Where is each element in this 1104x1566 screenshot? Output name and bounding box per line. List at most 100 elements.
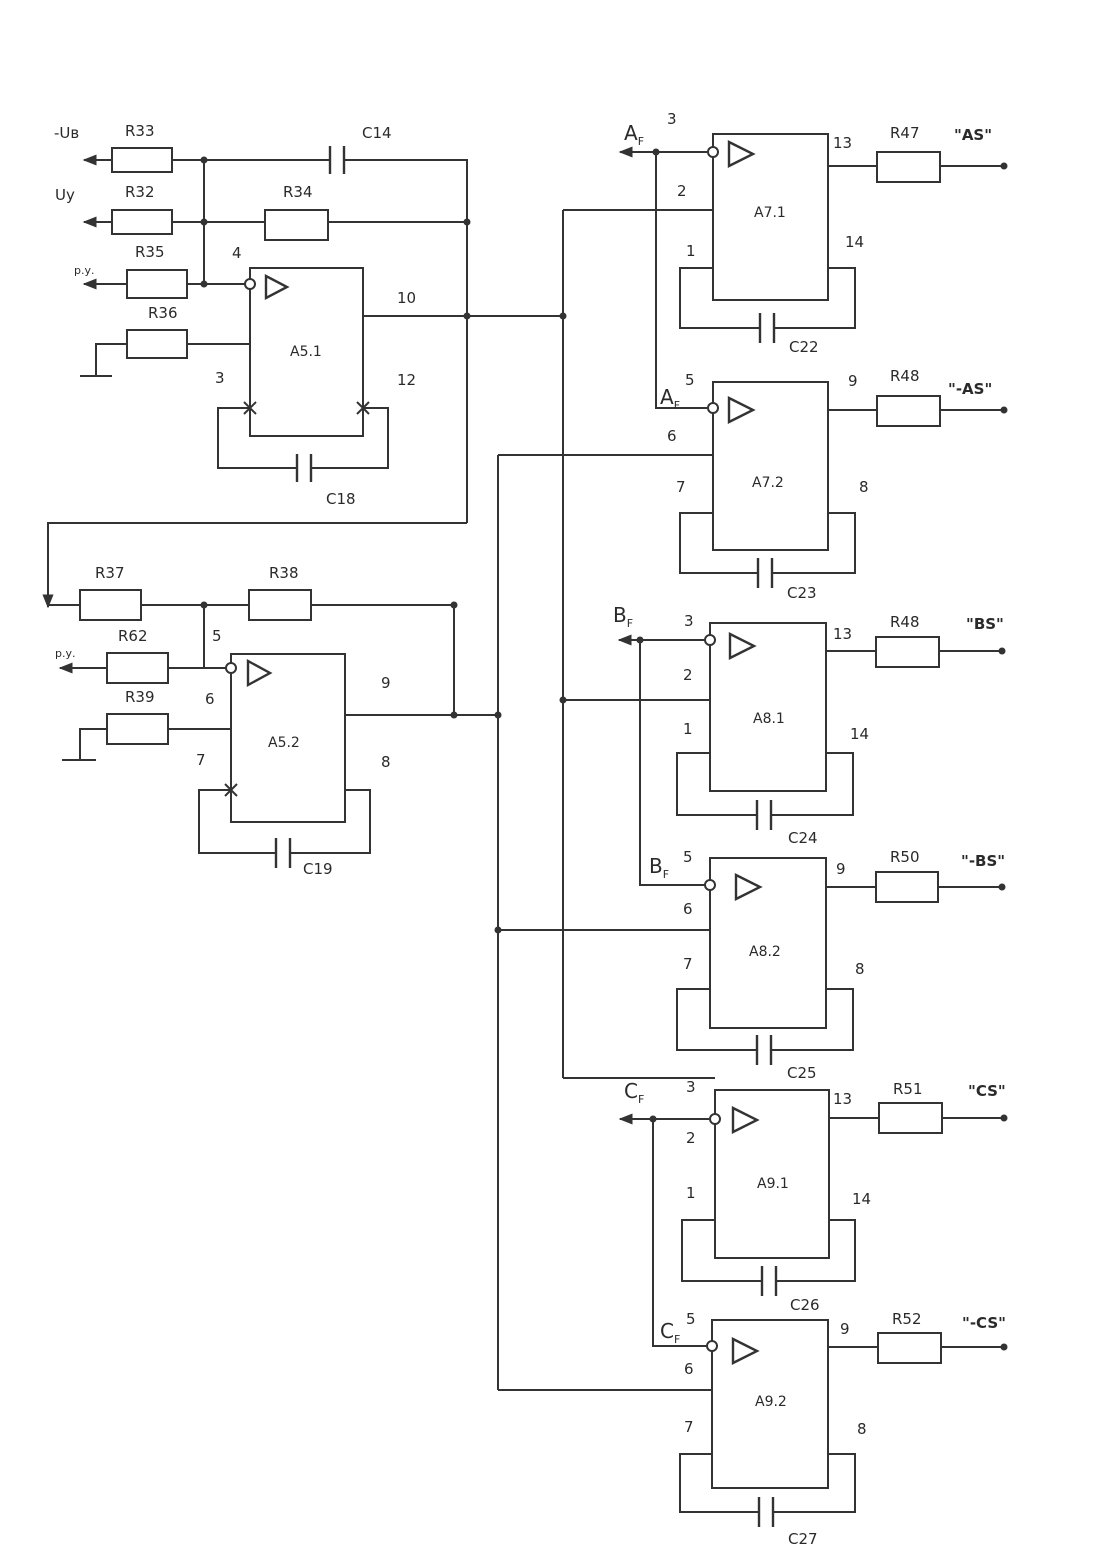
pin-a92-5: 5 — [686, 1310, 696, 1328]
resistor-r35 — [126, 269, 188, 299]
chip-label-a92: A9.2 — [755, 1394, 787, 1410]
pin-a52-6: 6 — [205, 690, 215, 708]
resistor-r48-a — [876, 395, 941, 427]
resistor-r48-b — [875, 636, 940, 668]
chip-a52 — [230, 653, 346, 823]
label-r32: R32 — [125, 183, 155, 201]
signal-label-b-2: BF — [649, 854, 669, 881]
resistor-r38 — [248, 589, 312, 621]
label-c18: C18 — [326, 490, 356, 508]
pin-a92-6: 6 — [684, 1360, 694, 1378]
pin-a81-14: 14 — [850, 725, 869, 743]
chip-a92 — [711, 1319, 829, 1489]
pin-a71-3: 3 — [667, 110, 677, 128]
resistor-r50 — [875, 871, 939, 903]
signal-label-c-1: CF — [624, 1079, 644, 1106]
bus-lines — [494, 209, 715, 1391]
pin-a71-1: 1 — [686, 242, 696, 260]
resistor-r51 — [878, 1102, 943, 1134]
resistor-r32 — [111, 209, 173, 235]
chip-label-a71: A7.1 — [754, 205, 786, 221]
pin-a72-6: 6 — [667, 427, 677, 445]
pin-a81-1: 1 — [683, 720, 693, 738]
capacitor-c14 — [328, 146, 346, 174]
a52-section: р.у. R37 R38 R62 R39 C19 A5.2 5 9 6 7 8 — [42, 522, 502, 878]
pin-a92-9: 9 — [840, 1320, 850, 1338]
label-r62: R62 — [118, 627, 148, 645]
signal-label-c-2: CF — [660, 1319, 680, 1346]
chip-label-a81: A8.1 — [753, 711, 785, 727]
pin-a51-10: 10 — [397, 289, 416, 307]
resistor-r52 — [877, 1332, 942, 1364]
input-label-py-1: р.у. — [74, 264, 95, 277]
opamp-triangle-icon — [734, 873, 763, 901]
label-c25: C25 — [787, 1064, 817, 1082]
pin-a82-9: 9 — [836, 860, 846, 878]
opamp-triangle-icon — [731, 1106, 760, 1134]
capacitor-c19 — [274, 838, 292, 868]
pin-a91-1: 1 — [686, 1184, 696, 1202]
output-label-neg-bs: "-BS" — [961, 852, 1005, 870]
chip-a72 — [712, 381, 829, 551]
pin-a72-8: 8 — [859, 478, 869, 496]
label-r48-b: R48 — [890, 613, 920, 631]
pin-a82-5: 5 — [683, 848, 693, 866]
pin-a52-8: 8 — [381, 753, 391, 771]
pin-a91-3: 3 — [686, 1078, 696, 1096]
pin-a91-14: 14 — [852, 1190, 871, 1208]
input-label-minus-u: -Uв — [54, 124, 79, 142]
label-r52: R52 — [892, 1310, 922, 1328]
label-r39: R39 — [125, 688, 155, 706]
pin-a72-9: 9 — [848, 372, 858, 390]
label-r50: R50 — [890, 848, 920, 866]
pin-a91-2: 2 — [686, 1129, 696, 1147]
pin-a92-7: 7 — [684, 1418, 694, 1436]
signal-label-a-2: AF — [660, 385, 680, 412]
pin-a81-3: 3 — [684, 612, 694, 630]
label-r48-a: R48 — [890, 367, 920, 385]
capacitor-c18 — [295, 454, 313, 482]
pin-a71-2: 2 — [677, 182, 687, 200]
label-r38: R38 — [269, 564, 299, 582]
pin-a71-13: 13 — [833, 134, 852, 152]
signal-label-b-1: BF — [613, 603, 633, 630]
chip-a81 — [709, 622, 827, 792]
label-r34: R34 — [283, 183, 313, 201]
label-c24: C24 — [788, 829, 818, 847]
output-label-bs: "BS" — [966, 615, 1004, 633]
a9-section: A9.1 3 2 1 13 14 R51 "CS" C26 CF A9.2 5 … — [618, 1078, 1008, 1548]
chip-a71 — [712, 133, 829, 301]
resistor-r34 — [264, 209, 329, 241]
opamp-triangle-icon — [246, 658, 273, 688]
output-label-as: "AS" — [954, 126, 992, 144]
pin-a82-7: 7 — [683, 955, 693, 973]
chip-label-a72: A7.2 — [752, 475, 784, 491]
chip-label-a52: A5.2 — [268, 735, 300, 751]
output-label-neg-as: "-AS" — [948, 380, 992, 398]
label-r33: R33 — [125, 122, 155, 140]
pin-a51-12: 12 — [397, 371, 416, 389]
label-c27: C27 — [788, 1530, 818, 1548]
opamp-triangle-icon — [727, 140, 756, 168]
pin-a82-8: 8 — [855, 960, 865, 978]
opamp-triangle-icon — [264, 274, 290, 300]
label-r35: R35 — [135, 243, 165, 261]
resistor-r62 — [106, 652, 169, 684]
opamp-triangle-icon — [727, 396, 756, 424]
pin-a82-6: 6 — [683, 900, 693, 918]
resistor-r36 — [126, 329, 188, 359]
opamp-triangle-icon — [728, 632, 757, 660]
pin-a72-7: 7 — [676, 478, 686, 496]
pin-a52-9: 9 — [381, 674, 391, 692]
chip-label-a91: A9.1 — [757, 1176, 789, 1192]
pin-a71-14: 14 — [845, 233, 864, 251]
label-r51: R51 — [893, 1080, 923, 1098]
a51-section: -Uв Uy р.у. R33 R32 R34 R35 R36 C14 C18 … — [54, 122, 563, 523]
label-c14: C14 — [362, 124, 392, 142]
resistor-r39 — [106, 713, 169, 745]
pin-a81-13: 13 — [833, 625, 852, 643]
pin-a91-13: 13 — [833, 1090, 852, 1108]
pin-a52-7: 7 — [196, 751, 206, 769]
label-c19: C19 — [303, 860, 333, 878]
